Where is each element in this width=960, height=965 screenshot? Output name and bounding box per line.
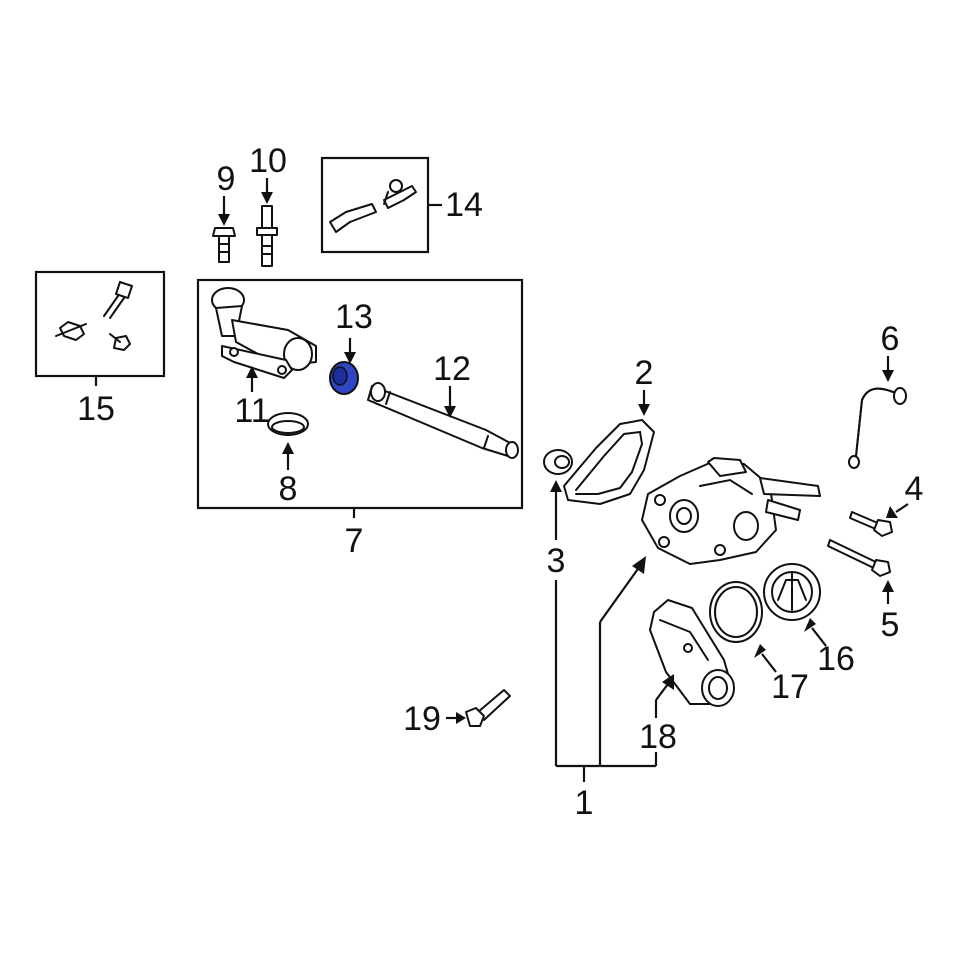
- part-9-bolt[interactable]: [212, 227, 236, 263]
- leaders: [94, 178, 909, 782]
- label-10: 10: [249, 142, 287, 180]
- part-6-hose[interactable]: [848, 387, 907, 469]
- part-1-housing[interactable]: [641, 457, 821, 565]
- part-8-ring[interactable]: [267, 412, 309, 436]
- label-3: 3: [547, 542, 566, 580]
- part-11-outlet-housing[interactable]: [211, 287, 317, 379]
- label-11: 11: [234, 392, 269, 430]
- label-12: 12: [433, 350, 471, 388]
- part-5-bolt[interactable]: [827, 539, 891, 577]
- part-12-tube[interactable]: [367, 382, 519, 459]
- box-7: [196, 278, 524, 510]
- box-15: [34, 270, 166, 378]
- part-10-stud[interactable]: [256, 205, 278, 267]
- label-19: 19: [403, 700, 441, 738]
- part-17-o-ring[interactable]: [709, 581, 763, 643]
- part-16-thermostat[interactable]: [763, 563, 821, 621]
- part-14-connectors[interactable]: [329, 179, 417, 233]
- part-2-gasket[interactable]: [563, 419, 655, 505]
- part-4-bolt[interactable]: [849, 511, 893, 537]
- label-2: 2: [635, 354, 654, 392]
- label-17: 17: [771, 668, 809, 706]
- label-4: 4: [905, 470, 924, 508]
- label-8: 8: [279, 470, 298, 508]
- label-7: 7: [345, 522, 364, 560]
- part-15-sensor-kit[interactable]: [55, 281, 133, 351]
- label-13: 13: [335, 298, 373, 336]
- box-14: [320, 156, 430, 254]
- label-5: 5: [881, 606, 900, 644]
- part-3-bushing[interactable]: [543, 449, 573, 475]
- label-6: 6: [881, 320, 900, 358]
- label-14: 14: [445, 186, 483, 224]
- label-9: 9: [217, 160, 236, 198]
- label-1: 1: [575, 784, 594, 822]
- label-15: 15: [77, 390, 115, 428]
- part-13-seal[interactable]: [329, 361, 359, 395]
- part-19-bolt[interactable]: [465, 689, 511, 727]
- label-18: 18: [639, 718, 677, 756]
- label-16: 16: [817, 640, 855, 678]
